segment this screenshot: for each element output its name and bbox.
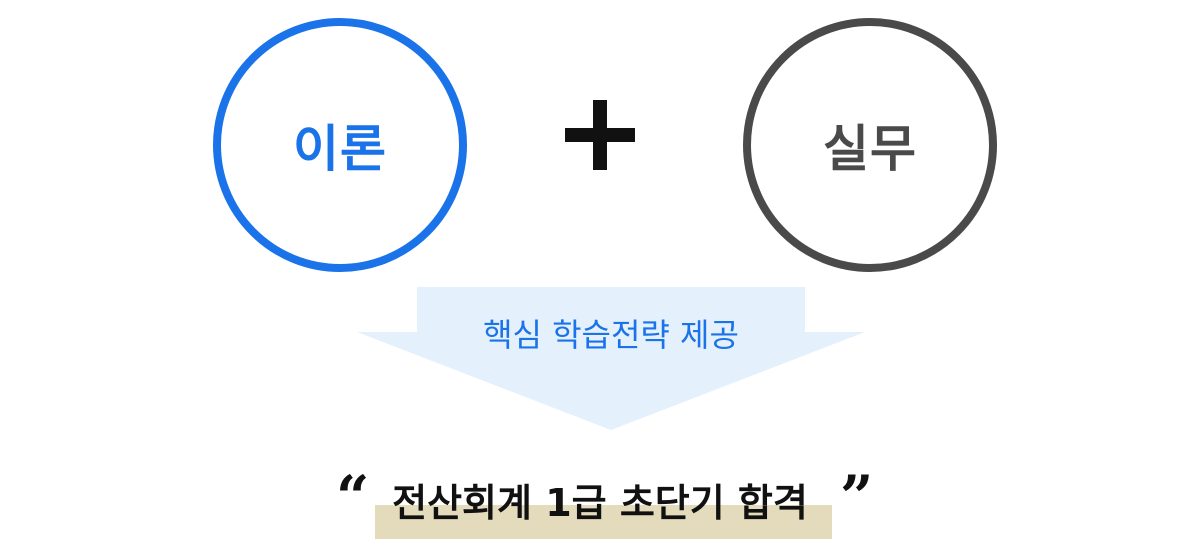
theory-label: 이론 — [293, 120, 387, 178]
open-quote-icon: “ — [336, 463, 370, 531]
practice-circle: 실무 — [743, 18, 997, 272]
plus-icon — [565, 100, 635, 170]
plus-vertical-bar — [593, 100, 607, 170]
result-text: 전산회계 1급 초단기 합격 — [392, 481, 808, 525]
down-arrow-shape — [357, 287, 865, 430]
down-arrow-polygon — [357, 287, 865, 430]
result-highlight — [375, 505, 832, 539]
practice-label: 실무 — [823, 120, 917, 178]
arrow-label: 핵심 학습전략 제공 — [483, 316, 739, 354]
close-quote-icon: ” — [840, 463, 874, 531]
theory-circle: 이론 — [213, 18, 467, 272]
